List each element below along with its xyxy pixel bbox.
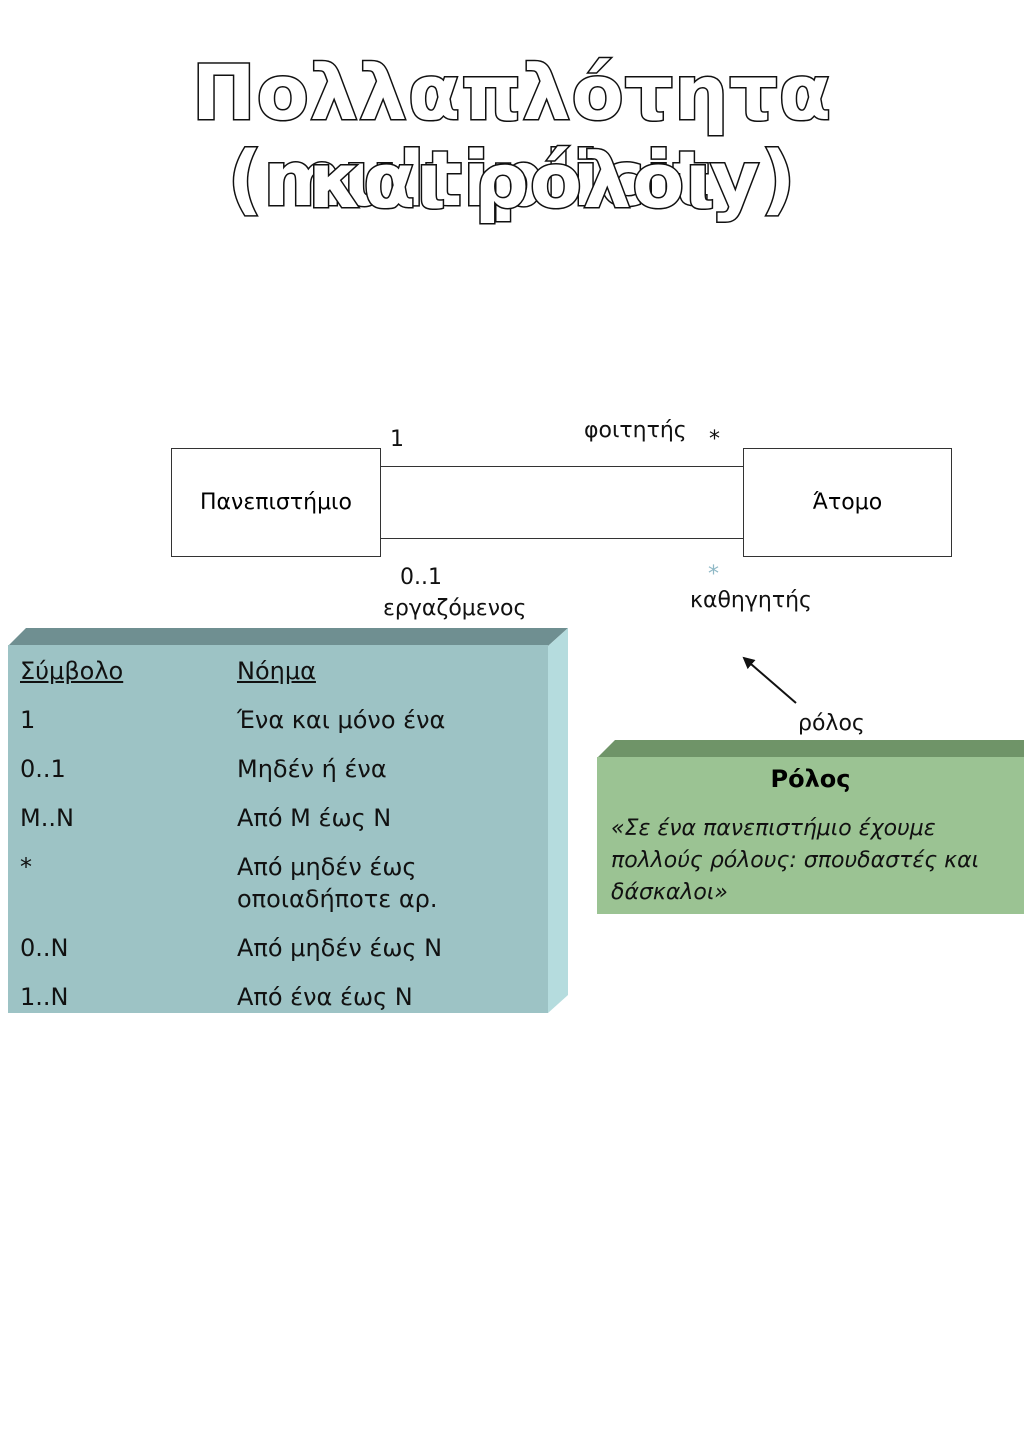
role-box-heading: Ρόλος xyxy=(770,765,851,793)
table-cell-symbol: 0..1 xyxy=(20,755,66,783)
table-cell-symbol: 0..N xyxy=(20,934,69,962)
class-label-university: Πανεπιστήμιο xyxy=(200,490,352,515)
table-cell-symbol: M..N xyxy=(20,804,74,832)
table-cell-meaning: Από μηδέν έως N xyxy=(237,934,443,962)
bottom-left-multiplicity: 0..1 xyxy=(400,565,442,590)
table-cell-meaning: Από μηδέν έως οποιαδήποτε αρ. xyxy=(237,853,438,913)
page-title-line-1: Πολλαπλότητα (multiplicity) xyxy=(191,48,833,223)
association-line-top xyxy=(380,466,743,467)
class-label-person: Άτομο xyxy=(812,490,883,515)
table-header-symbol: Σύμβολο xyxy=(20,657,124,685)
class-box-university: Πανεπιστήμιο xyxy=(171,448,381,557)
role-box-top-face xyxy=(597,740,1024,758)
table-cell-symbol: 1..N xyxy=(20,983,69,1011)
table-cell-meaning: Από ένα έως N xyxy=(237,983,413,1011)
top-role-label: φοιτητής xyxy=(584,418,687,443)
top-left-multiplicity: 1 xyxy=(390,427,404,452)
table-box-top-face xyxy=(8,628,568,646)
multiplicity-table xyxy=(8,645,548,1013)
bottom-right-role: καθηγητής xyxy=(690,588,812,613)
role-box xyxy=(597,757,1024,914)
top-right-multiplicity: * xyxy=(709,427,720,452)
table-cell-symbol: * xyxy=(20,853,32,881)
table-cell-meaning: Ένα και μόνο ένα xyxy=(237,706,446,734)
bottom-left-role: εργαζόμενος xyxy=(383,596,527,621)
table-cell-symbol: 1 xyxy=(20,706,36,734)
table-header-meaning: Νόημα xyxy=(237,657,316,685)
role-box-text: «Σε ένα πανεπιστήμιο έχουμε πολλούς ρόλο… xyxy=(611,816,980,905)
bottom-right-multiplicity: * xyxy=(708,562,719,587)
table-box-side-face xyxy=(548,628,568,1013)
arrow-label-role: ρόλος xyxy=(798,711,865,736)
table-cell-meaning: Από M έως N xyxy=(237,804,392,832)
association-line-bottom xyxy=(380,538,743,539)
class-box-person: Άτομο xyxy=(743,448,952,557)
table-cell-meaning: Μηδέν ή ένα xyxy=(237,755,387,783)
page-title-line-2: και ρόλοι xyxy=(307,136,717,225)
